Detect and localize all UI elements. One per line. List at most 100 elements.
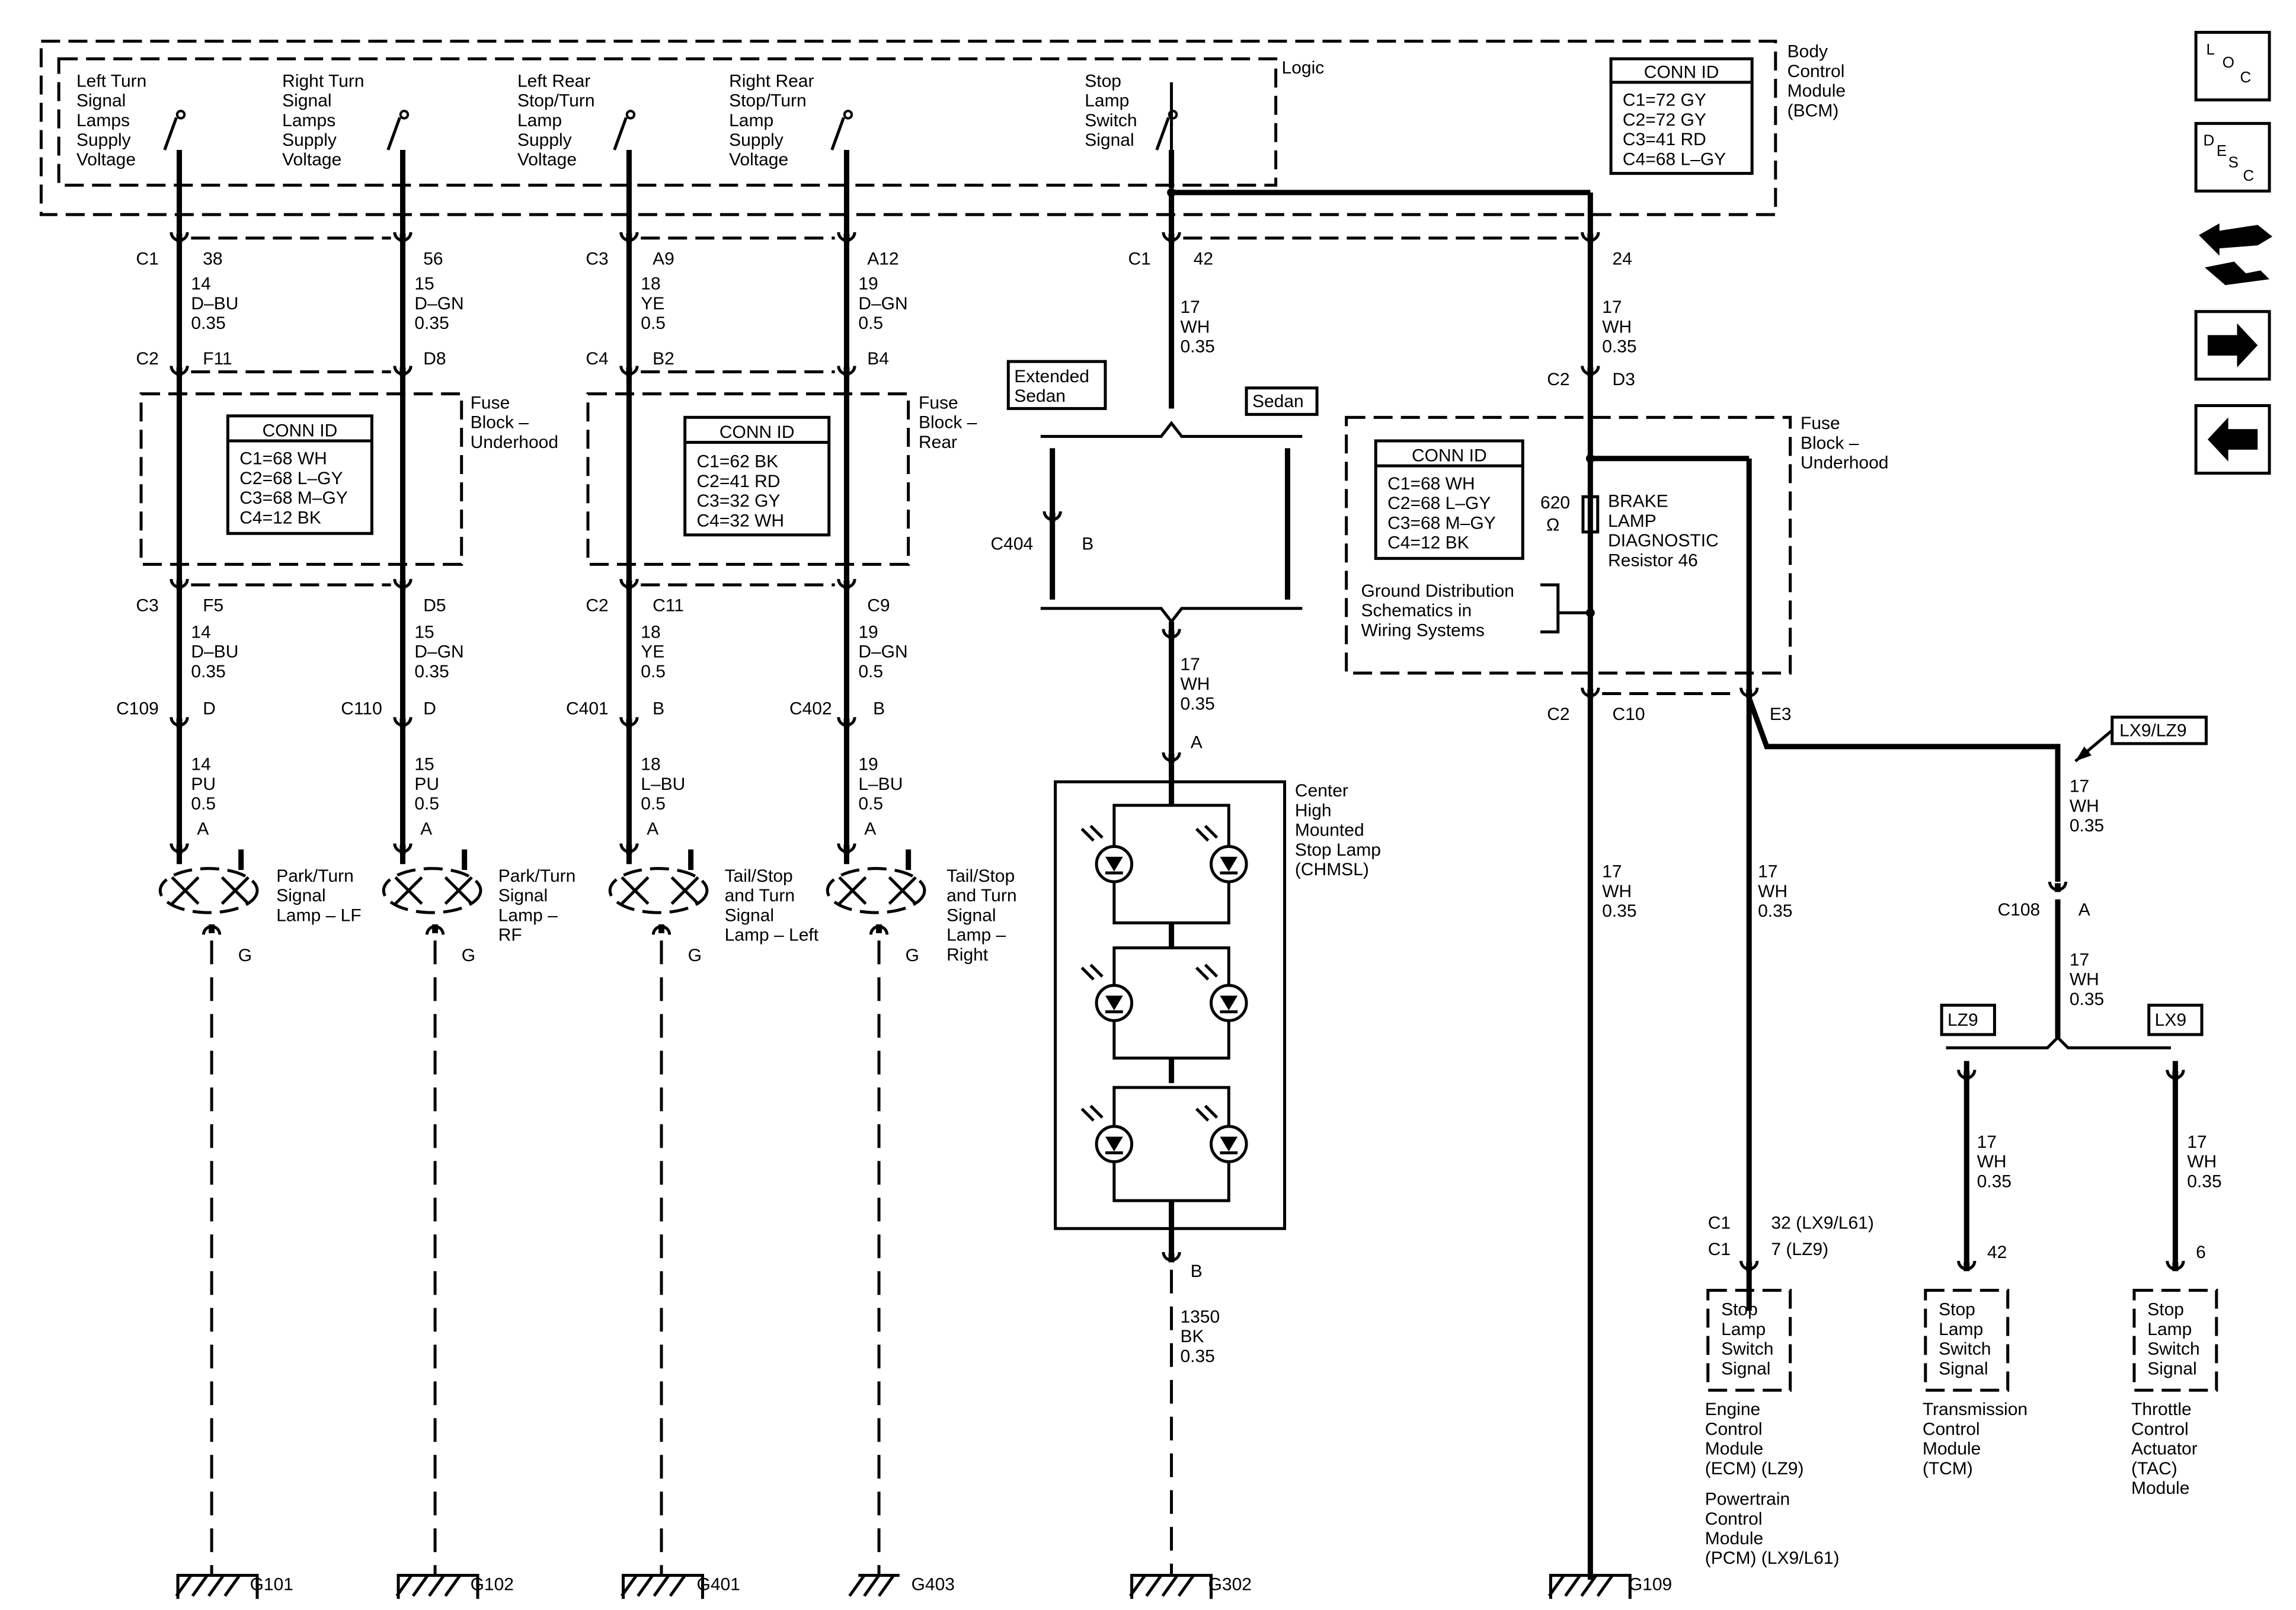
lx9-wire2-label: WH [2070,970,2099,990]
wire-label-c3-4: 0.5 [858,662,883,681]
ground-g401-hatch [669,1574,686,1597]
chmsl-ground-wire-label: BK [1180,1327,1204,1346]
connector-pin [176,233,183,243]
c1-1-pin: 38 [203,249,222,268]
lamp-3-name: Signal [725,905,774,925]
bcm-input-label-1: Voltage [76,150,136,169]
lamp-4-name: Signal [946,905,996,925]
connector-tool-icon[interactable] [2199,223,2273,256]
fuse-block-underhood-right-name: Fuse [1801,414,1840,433]
connector-pin [843,580,850,590]
bcm-conn-id-list: C4=68 L–GY [1623,149,1726,169]
fuse-block-underhood-right-outline [1345,415,1792,675]
c1-4-pin: A12 [867,249,898,268]
desc-button-letter: C [2243,167,2254,184]
tcm-box-label: Lamp [1939,1320,1983,1339]
c10-wire-label: 0.35 [1602,901,1636,921]
fuse-block-underhood-name: Fuse [471,393,510,412]
ground-g109-hatch [1564,1574,1582,1597]
fb-r-conn-list: C4=32 WH [697,511,785,530]
connector-pin [1964,1071,1970,1080]
desc-button[interactable] [2194,121,2271,193]
tools-button[interactable] [2199,223,2273,286]
fuse-block-underhood-right-name: Underhood [1801,453,1888,473]
arrow-right-icon [2207,323,2258,367]
ground-g101 [176,1574,259,1599]
c10-pin: C10 [1613,705,1645,724]
wire-label-c3-4: D–GN [858,642,907,662]
wire-label-c3-3: YE [641,642,664,662]
led-light-ray [1089,824,1104,839]
lamp-x-icon [621,876,650,905]
c2-1-pin: F11 [203,349,232,369]
fuse-block-underhood-name: Underhood [471,433,558,452]
bcm-input-label-3: Stop/Turn [517,91,595,111]
tac-name: (TAC) [2131,1459,2177,1478]
c10-wire-label: WH [1602,882,1632,901]
bcm-input-label-3: Voltage [517,150,577,169]
wire-label-3: 18 [641,274,660,294]
c3-1-conn: C3 [136,596,158,616]
c1-3-pin: A9 [653,249,674,268]
bcm-input-label-4: Supply [729,130,784,150]
lamp-4-name: Tail/Stop [946,866,1015,886]
lamp-1-name: Park/Turn [276,866,354,886]
ground-g302 [1130,1574,1213,1599]
ground-label-g101: G101 [250,1574,293,1594]
tcm-name: Module [1923,1439,1981,1459]
lamp-3-name: Tail/Stop [725,866,793,886]
tac-box-label: Switch [2147,1339,2199,1359]
connector-pin [2172,1262,2179,1272]
fb-u2-conn-list: C2=68 L–GY [1387,494,1491,513]
bcm-input-label-2: Right Turn [282,71,364,91]
bcm-conn-id-box [1609,57,1754,175]
c4-2-conn: C110 [341,699,382,718]
lamp-3-name: and Turn [725,886,795,905]
pcm-name: (PCM) (LX9/L61) [1705,1548,1840,1568]
lx9-flag-box [2110,715,2208,745]
ecm-connector-box [1706,1288,1792,1392]
ecm-wire-label: WH [1758,882,1787,901]
ground-g401-hatch [653,1574,670,1597]
bcm-conn-id-list: C1=72 GY [1623,91,1706,110]
lamp-2-name: Lamp – [498,905,558,925]
chmsl-wire-label: WH [1180,674,1210,694]
lamp-3-outline [608,867,709,914]
led-light-ray [1195,827,1210,842]
lx9-wire2-label: 17 [2070,950,2089,969]
bcm-input-label-5: Stop [1085,71,1121,91]
led-light-ray [1204,1105,1219,1119]
led-light-ray [1195,1108,1210,1122]
connector-pin [626,718,632,728]
chmsl-wire-label: 17 [1180,655,1200,674]
c1-5-conn: C1 [1128,249,1150,268]
chmsl-name: Center [1295,781,1348,801]
led-light-ray [1080,827,1095,842]
bcm-input-label-1: Lamps [76,111,130,130]
bcm-input-label-1: Supply [76,130,131,150]
wire-label-c3-3: 18 [641,622,660,642]
lamp-3-name: Lamp – Left [725,926,819,945]
loc-button[interactable] [2194,31,2271,102]
bcm-switch-5 [1155,117,1170,151]
connector-pin [1168,754,1175,763]
bcm-switch-contact [843,110,853,120]
c4-4-conn: C402 [789,699,832,718]
led-diode-icon [1220,856,1238,872]
bcm-conn-id-title: CONN ID [1644,62,1719,82]
tac-box-label: Lamp [2147,1320,2192,1339]
chmsl-pin-b: B [1191,1262,1203,1281]
wire-label-3: 0.5 [641,313,666,333]
lamp-pin-g: G [462,946,475,965]
fb-u-conn-list: C1=68 WH [239,449,327,469]
ecm-name: Control [1705,1419,1763,1439]
led-light-ray [1080,1108,1095,1122]
bcm-module-name: Module [1787,81,1846,101]
tac-name: Throttle [2131,1400,2192,1419]
tac-box-label: Signal [2147,1359,2196,1378]
wire-label-c4-4: 19 [858,755,878,774]
lamp-1-outline [158,867,259,914]
wrench-icon[interactable] [2205,261,2270,286]
connector-pin [1168,630,1175,639]
fuse-block-rear-name: Fuse [919,393,958,412]
